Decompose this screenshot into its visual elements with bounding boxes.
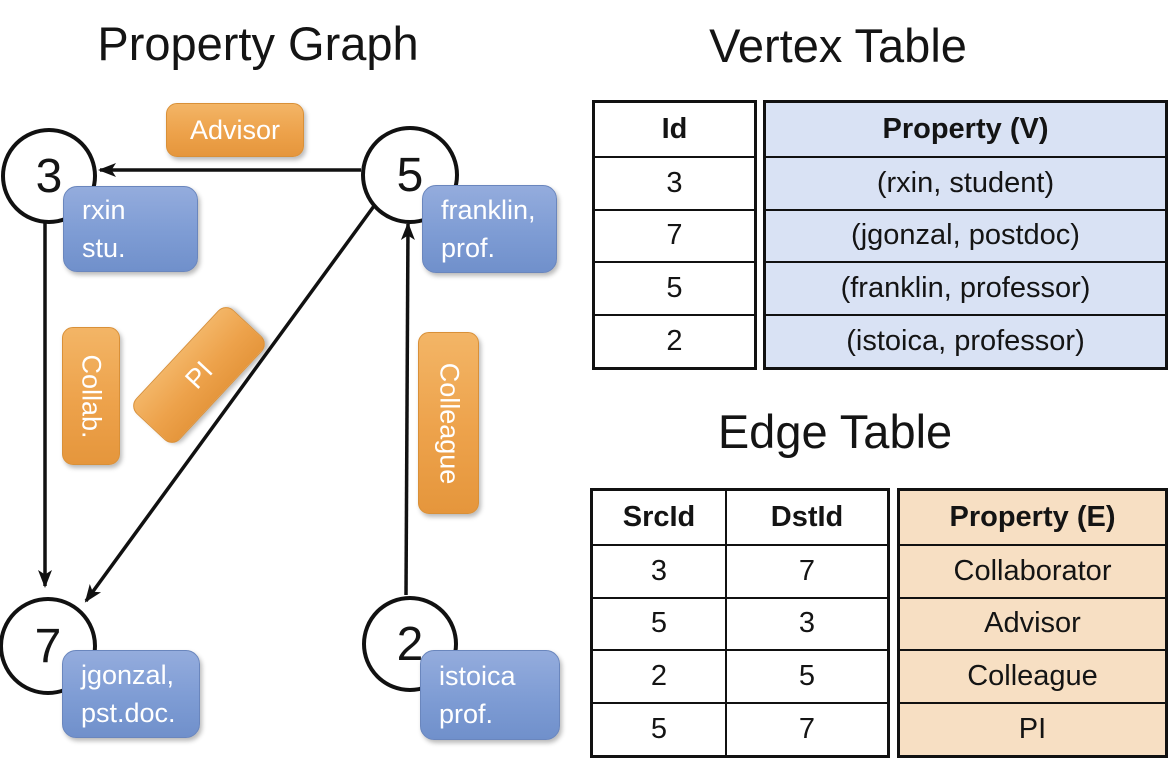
graph-node-2: 2 — [362, 596, 458, 692]
edge-table-property-column: Property (E) Collaborator Advisor Collea… — [897, 488, 1168, 758]
vertex-table-id-cell: 2 — [595, 314, 754, 367]
edge-table-srcid-cell: 5 — [593, 596, 725, 650]
edge-label-advisor: Advisor — [166, 103, 304, 157]
edge-pi-5-to-7 — [84, 204, 376, 603]
vertex-property-box-jgonzal: jgonzal, pst.doc. — [62, 650, 200, 738]
vertex-table-property-cell: (rxin, student) — [766, 155, 1165, 209]
node-3-id: 3 — [35, 149, 63, 203]
edge-table-srcid-cell: 2 — [593, 649, 725, 702]
vertex-box-line1: jgonzal, — [81, 659, 175, 690]
edge-label-text: PI — [178, 355, 219, 395]
edge-table-dstid-cell: 7 — [725, 702, 887, 755]
node-7-id: 7 — [34, 619, 62, 673]
vertex-box-line1: rxin — [82, 194, 126, 225]
vertex-box-line2: prof. — [441, 233, 496, 263]
vertex-property-box-rxin: rxin stu. — [63, 186, 198, 272]
vertex-box-line1: franklin, — [441, 194, 536, 225]
edge-table-srcid-cell: 3 — [593, 543, 725, 597]
vertex-table-property-cell: (istoica, professor) — [766, 314, 1165, 367]
vertex-table-property-column: Property (V) (rxin, student) (jgonzal, p… — [763, 100, 1168, 370]
vertex-table-id-cell: 5 — [595, 261, 754, 314]
edge-label-text: Collab. — [76, 353, 107, 439]
edge-table-srcid-cell: 5 — [593, 702, 725, 755]
vertex-table-id-cell: 7 — [595, 208, 754, 262]
vertex-table-id-column: Id 3 7 5 2 — [592, 100, 757, 370]
vertex-box-line2: stu. — [82, 233, 126, 263]
edge-label-text: Advisor — [189, 114, 281, 145]
edge-table-dstid-cell: 5 — [725, 649, 887, 703]
vertex-table-property-cell: (franklin, professor) — [766, 261, 1165, 315]
vertex-table-id-header: Id — [661, 112, 688, 145]
node-5-id: 5 — [396, 148, 424, 202]
edge-table-dstid-cell: 3 — [725, 596, 887, 650]
edge-label-text: Colleague — [434, 362, 464, 484]
vertex-box-line2: pst.doc. — [81, 698, 176, 728]
edge-table-title: Edge Table — [717, 405, 953, 458]
edge-table-dstid-header: DstId — [725, 491, 887, 544]
edge-table-property-header: Property (E) — [900, 491, 1165, 544]
edge-label-collab: Collab. — [62, 327, 120, 465]
vertex-table-title: Vertex Table — [709, 19, 967, 72]
vertex-table-property-cell: (jgonzal, postdoc) — [766, 208, 1165, 262]
property-graph-title: Property Graph — [97, 17, 419, 70]
edge-table-property-cell: Colleague — [900, 649, 1165, 703]
edge-table-property-cell: Collaborator — [900, 543, 1165, 597]
edge-colleague-2-to-5 — [400, 222, 415, 596]
graph-node-5: 5 — [361, 126, 459, 224]
vertex-table-id-cell: 3 — [595, 155, 754, 209]
edge-table-id-columns: SrcId DstId 3 7 5 3 2 5 5 7 — [590, 488, 890, 758]
node-2-id: 2 — [396, 617, 424, 671]
vertex-box-line1: istoica — [439, 660, 516, 691]
edge-label-colleague: Colleague — [418, 332, 479, 514]
edge-table-srcid-header: SrcId — [622, 500, 696, 533]
vertex-property-box-istoica: istoica prof. — [420, 650, 560, 740]
edge-table-property-cell: PI — [900, 702, 1165, 755]
edge-table-property-cell: Advisor — [900, 596, 1165, 650]
vertex-table-property-header: Property (V) — [766, 103, 1165, 156]
vertex-box-line2: prof. — [439, 699, 494, 729]
edge-table-dstid-cell: 7 — [725, 543, 887, 597]
vertex-property-box-franklin: franklin, prof. — [422, 185, 557, 273]
